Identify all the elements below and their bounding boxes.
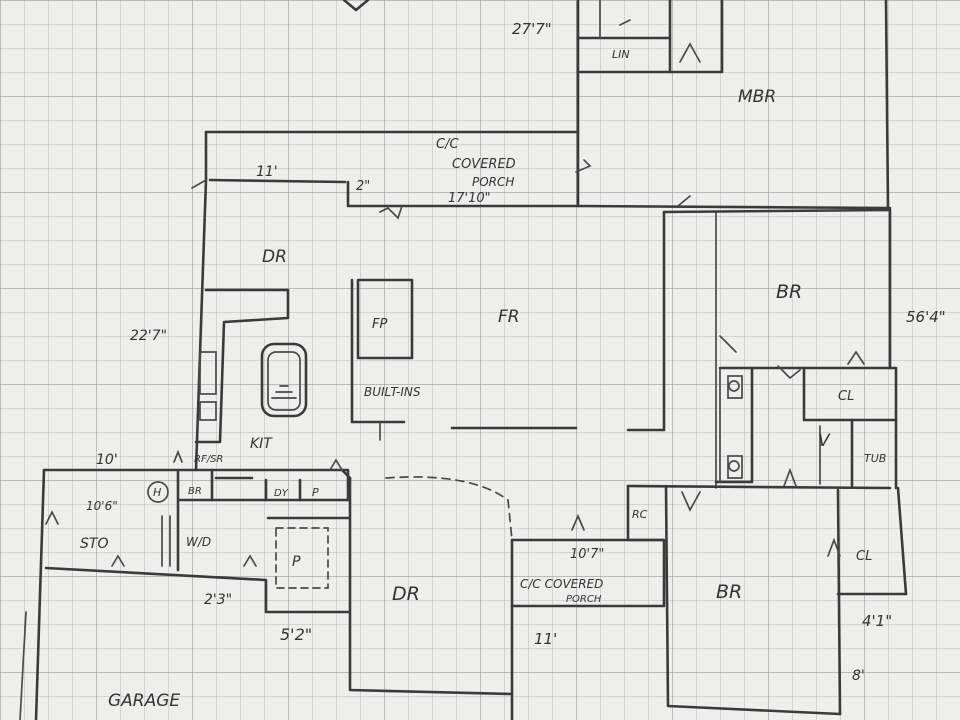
dy-label: DY	[274, 488, 289, 499]
dr-top-label: DR	[262, 247, 287, 267]
fp-label: FP	[372, 317, 387, 332]
dim-11-label: 11'	[256, 164, 278, 180]
cl-upper-label: CL	[838, 389, 854, 404]
sto-label: STO	[80, 536, 108, 552]
dim-56-4-label: 56'4"	[906, 308, 946, 326]
mbr-label: MBR	[738, 87, 776, 107]
dim-8-label: 8'	[852, 668, 865, 684]
porch-top-prefix: C/C	[436, 137, 459, 152]
br-bottom-label: BR	[716, 581, 742, 603]
builtins-label: BUILT-INS	[364, 385, 421, 399]
dim-5-2-label: 5'2"	[280, 625, 312, 644]
dim-10-6-label: 10'6"	[86, 499, 118, 513]
dim-2-3-label: 2'3"	[204, 592, 232, 608]
p-small-label: P	[312, 486, 319, 499]
rf-sr-label: RF/SR	[194, 454, 223, 465]
dim-10-label: 10'	[96, 452, 118, 468]
dim-4-1-label: 4'1"	[862, 612, 892, 630]
tub-label: TUB	[864, 452, 886, 465]
dim-2-label: 2"	[356, 179, 370, 194]
porch-bottom-line1: C/C COVERED	[520, 577, 603, 591]
porch-top-line1: COVERED	[452, 157, 516, 172]
door-marks	[45, 19, 865, 567]
v-label: V	[818, 431, 831, 451]
lin-label: LIN	[612, 48, 630, 61]
br-right-top-label: BR	[776, 281, 802, 303]
fixtures	[147, 351, 743, 503]
dim-22-7-label: 22'7"	[130, 328, 167, 344]
cl-lower-label: CL	[856, 549, 872, 564]
dim-10-7-label: 10'7"	[570, 547, 604, 562]
walls	[19, 0, 908, 720]
h-label: H	[153, 486, 161, 499]
dim-11-bottom-label: 11'	[534, 630, 557, 648]
garage-label: GARAGE	[108, 691, 180, 711]
wd-label: W/D	[186, 535, 211, 549]
porch-top-line2: PORCH	[472, 175, 514, 189]
dr-bottom-label: DR	[392, 583, 420, 605]
dim-top-label: 27'7"	[512, 20, 552, 38]
labels: 27'7" LIN MBR C/C COVERED PORCH 11' 2" 1…	[80, 20, 946, 711]
fr-label: FR	[498, 307, 520, 327]
rc-label: RC	[632, 508, 648, 521]
dim-17-10-label: 17'10"	[448, 191, 491, 206]
pantry-label: P	[292, 554, 301, 570]
br-small-label: BR	[188, 486, 202, 497]
kit-label: KIT	[250, 436, 273, 452]
porch-bottom-line2: PORCH	[566, 594, 602, 605]
